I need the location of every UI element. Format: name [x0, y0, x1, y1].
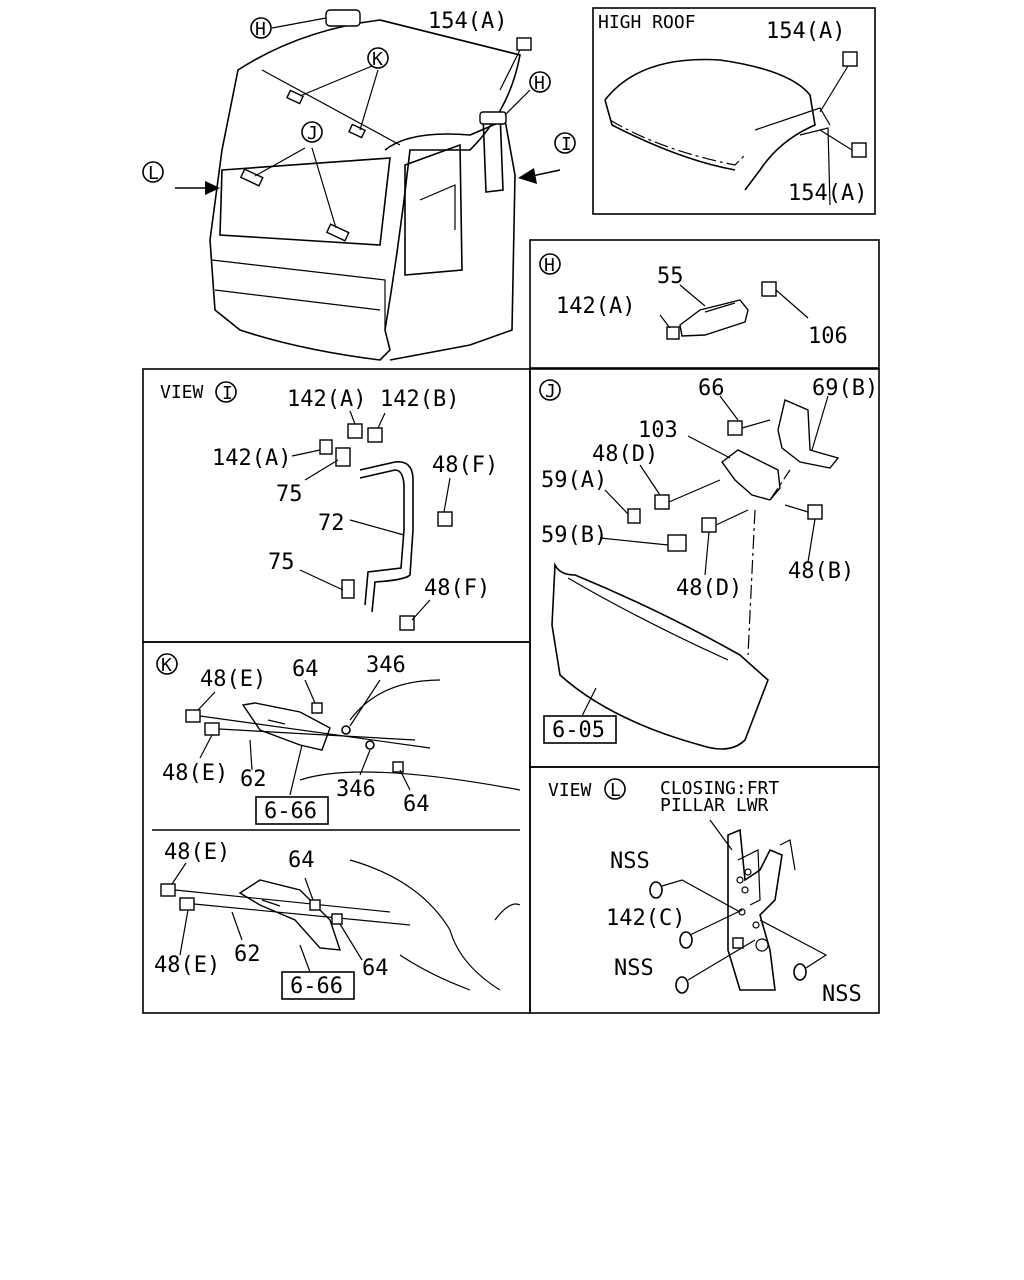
ref-box-6-05: 6-05	[552, 718, 605, 743]
label-48D-bottom: 48(D)	[676, 576, 742, 601]
label-64-K2-bottom: 64	[362, 956, 389, 981]
callout-K-overview: K	[372, 49, 383, 70]
callout-L-detail: L	[610, 780, 621, 801]
label-346-bottom: 346	[336, 777, 376, 802]
label-48E-K-left: 48(E)	[162, 761, 228, 786]
view-L-panel: VIEW L CLOSING:FRT PILLAR LWR NSS 142(C)…	[529, 766, 880, 1014]
label-142A-I-top: 142(A)	[287, 387, 366, 412]
callout-K-detail: K	[161, 655, 172, 676]
label-48B: 48(B)	[788, 559, 854, 584]
view-L-text: VIEW	[548, 780, 592, 801]
label-64-K-top: 64	[292, 657, 319, 682]
detail-K2-panel: 48(E) 64 62 48(E) 64 6-66	[154, 840, 521, 1000]
ref-box-6-66-K: 6-66	[264, 799, 317, 824]
label-64-K-bottom: 64	[403, 792, 430, 817]
label-154A-overview: 154(A)	[428, 9, 507, 34]
callout-J-overview: J	[307, 123, 318, 144]
callout-I-overview: I	[561, 134, 572, 155]
caption-closing-line1: CLOSING:FRT	[660, 778, 779, 799]
label-64-K2-top: 64	[288, 848, 315, 873]
label-142A-H: 142(A)	[556, 294, 635, 319]
callout-J-detail: J	[545, 381, 556, 402]
label-142B: 142(B)	[380, 387, 459, 412]
view-I-text: VIEW	[160, 382, 204, 403]
high-roof-title: HIGH ROOF	[598, 12, 696, 33]
label-48E-K2-top: 48(E)	[164, 840, 230, 865]
label-48E-K2-bottom: 48(E)	[154, 953, 220, 978]
label-69B: 69(B)	[812, 376, 878, 401]
callout-H-detail: H	[544, 255, 555, 276]
ref-box-6-66-K2: 6-66	[290, 974, 343, 999]
label-55: 55	[657, 264, 684, 289]
label-62-K2: 62	[234, 942, 261, 967]
label-NSS-top: NSS	[610, 849, 650, 874]
detail-H-panel: H 55 142(A) 106	[529, 239, 880, 369]
label-62-K: 62	[240, 767, 267, 792]
detail-J-panel: J 66 69(B) 103 48(D) 59(A) 59(B	[529, 368, 880, 768]
caption-closing-line2: PILLAR LWR	[660, 795, 769, 816]
cab-overview: H K J L I H 154(A)	[142, 9, 576, 361]
view-I-panel: VIEW I 142(A) 142(B) 142(A) 48(F) 75 72 …	[142, 368, 531, 643]
label-48E-K-top: 48(E)	[200, 667, 266, 692]
label-48F-top: 48(F)	[432, 453, 498, 478]
label-75-bottom: 75	[268, 550, 295, 575]
label-59A: 59(A)	[541, 468, 607, 493]
label-142C: 142(C)	[606, 906, 685, 931]
label-154A-highroof-top: 154(A)	[766, 19, 845, 44]
label-103: 103	[638, 418, 678, 443]
callout-L-overview: L	[148, 163, 159, 184]
label-75-top: 75	[276, 482, 303, 507]
label-48D-top: 48(D)	[592, 442, 658, 467]
label-142A-I-left: 142(A)	[212, 446, 291, 471]
callout-I-detail: I	[222, 383, 233, 404]
label-106: 106	[808, 324, 848, 349]
label-72: 72	[318, 511, 345, 536]
label-48F-bottom: 48(F)	[424, 576, 490, 601]
high-roof-panel: HIGH ROOF 154(A) 154(A)	[592, 7, 876, 215]
label-59B: 59(B)	[541, 523, 607, 548]
label-346-top: 346	[366, 653, 406, 678]
callout-H2-overview: H	[534, 73, 545, 94]
label-NSS-bottom: NSS	[614, 956, 654, 981]
label-154A-highroof-bottom: 154(A)	[788, 181, 867, 206]
label-NSS-right: NSS	[822, 982, 862, 1007]
callout-H-overview: H	[255, 19, 266, 40]
label-66: 66	[698, 376, 725, 401]
